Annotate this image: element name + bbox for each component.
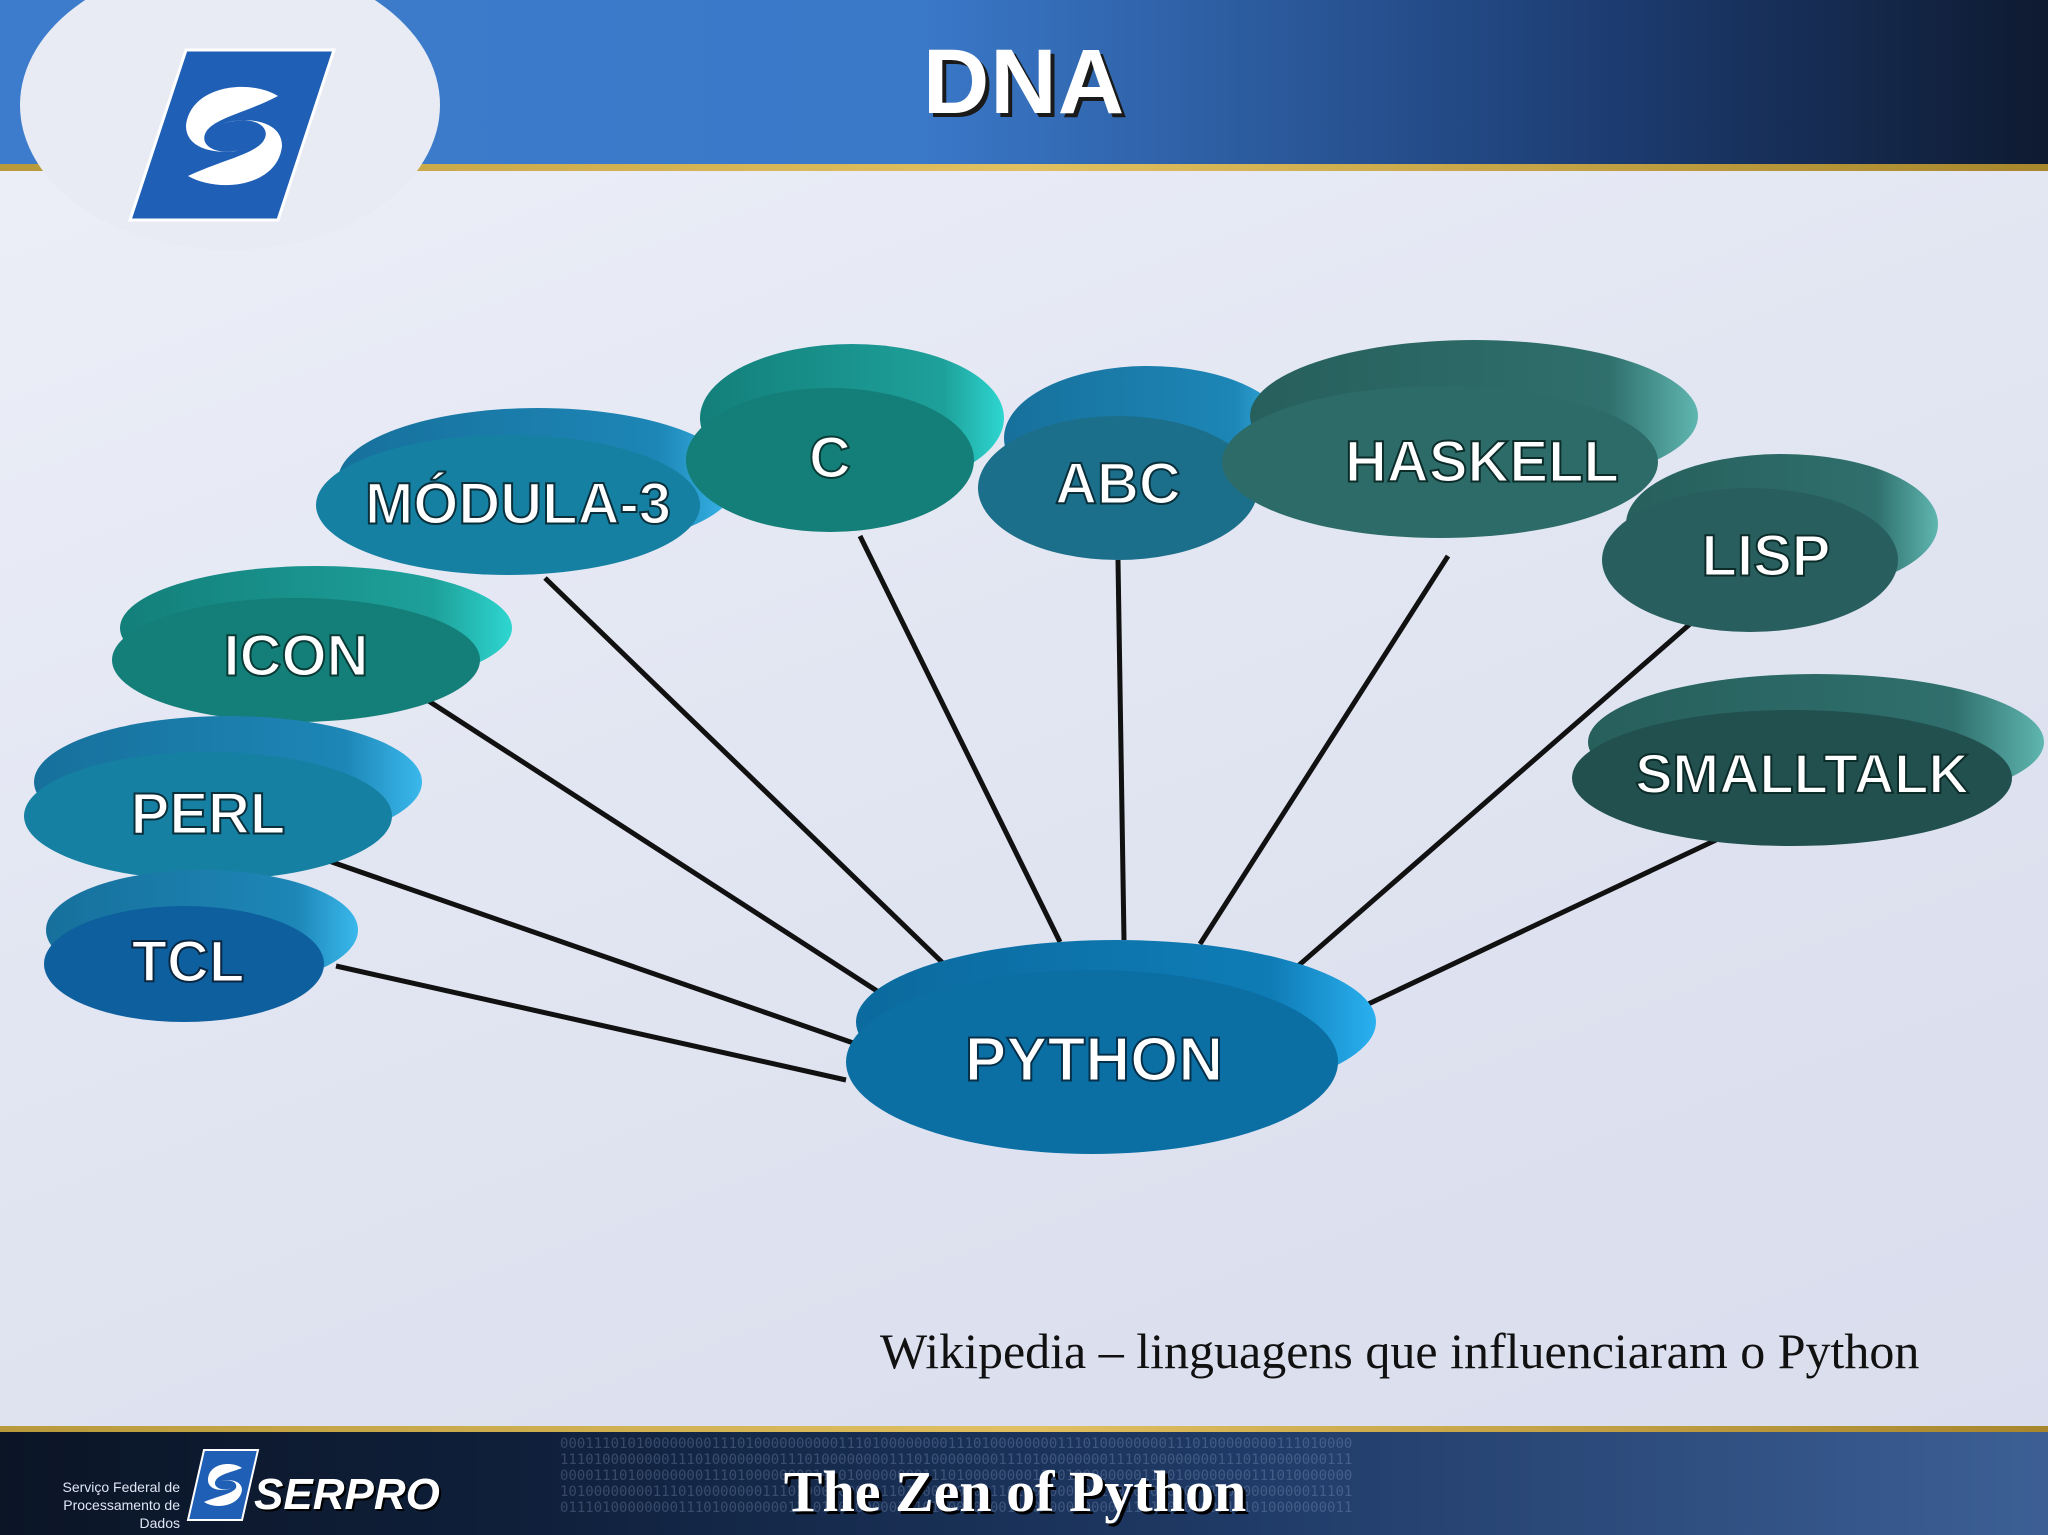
footer-divider: [0, 1426, 2048, 1433]
edge-haskell-python: [1197, 554, 1451, 946]
node-label: TCL: [132, 929, 245, 994]
node-c: C: [686, 344, 1004, 532]
edge-smalltalk-python: [1362, 837, 1718, 1009]
edge-tcl-python: [335, 963, 847, 1083]
node-label: HASKELL: [1345, 429, 1619, 494]
org-name-line2: Processamento de Dados: [63, 1497, 180, 1531]
node-label: C: [809, 425, 851, 490]
edge-abc-python: [1115, 559, 1127, 941]
footer-org-name: Serviço Federal de Processamento de Dado…: [30, 1478, 180, 1532]
serpro-s-logo-icon: [128, 48, 337, 222]
node-label: PERL: [131, 781, 286, 846]
edge-icon-python: [422, 695, 896, 1005]
org-name-line1: Serviço Federal de: [62, 1479, 180, 1495]
node-perl: PERL: [24, 716, 422, 880]
binary-pattern-decoration: 0001110101000000001110100000000001110100…: [560, 1436, 1353, 1516]
node-tcl: TCL: [44, 870, 358, 1022]
node-label: MÓDULA-3: [365, 471, 671, 536]
edge-perl-python: [325, 857, 863, 1049]
footer-presentation-title: The Zen of Python: [783, 1459, 1247, 1524]
edge-lisp-python: [1296, 622, 1692, 968]
serpro-s-logo-icon: [186, 1449, 260, 1521]
node-label: PYTHON: [965, 1025, 1223, 1094]
node-label: SMALLTALK: [1635, 742, 1969, 805]
edge-c-python: [857, 534, 1063, 944]
node-haskell: HASKELL: [1222, 340, 1698, 538]
source-caption: Wikipedia – linguagens que influenciaram…: [880, 1323, 1920, 1379]
node-label: ICON: [224, 623, 369, 688]
edge-modula3-python: [543, 576, 950, 970]
header-divider: [0, 164, 2048, 171]
footer-brand: SERPRO: [254, 1470, 440, 1519]
node-lisp: LISP: [1602, 454, 1938, 632]
node-abc: ABC: [978, 366, 1292, 560]
node-modula3: MÓDULA-3: [316, 408, 738, 575]
edges: [325, 534, 1718, 1083]
node-icon: ICON: [112, 566, 512, 722]
node-smalltalk: SMALLTALK: [1572, 674, 2044, 846]
node-python: PYTHON: [846, 940, 1376, 1154]
footer-bar: 0001110101000000001110100000000001110100…: [0, 1432, 2048, 1535]
node-label: ABC: [1055, 451, 1181, 516]
slide-title: DNA: [922, 31, 1126, 133]
node-label: LISP: [1702, 523, 1831, 588]
